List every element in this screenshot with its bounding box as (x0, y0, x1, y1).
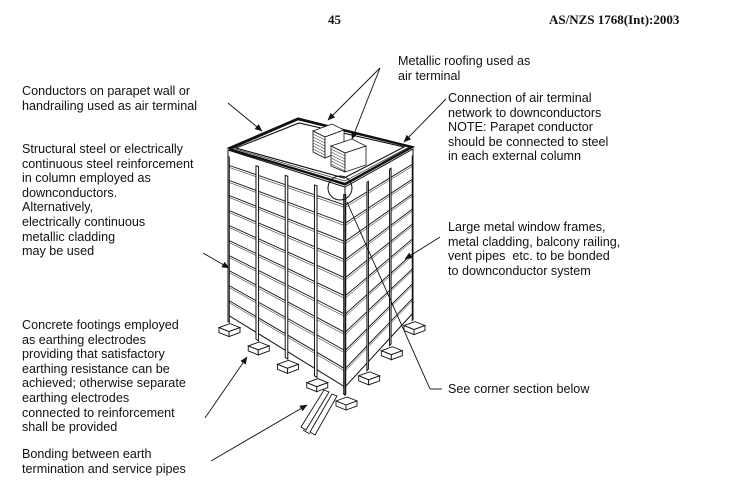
right-floor-line (344, 238, 414, 297)
left-column (284, 174, 289, 361)
standard-reference: AS/NZS 1768(Int):2003 (549, 12, 680, 27)
right-floor-line (344, 165, 414, 208)
footing (287, 363, 299, 374)
vent-hatch-line (330, 157, 346, 166)
footing (316, 382, 329, 393)
footing (390, 350, 403, 361)
right-floor-line (344, 240, 414, 299)
right-floor-line (344, 163, 414, 206)
leader-lines (202, 67, 447, 462)
right-column (344, 193, 347, 397)
vent-hatch-line (330, 163, 346, 172)
right-floor-line (344, 178, 414, 224)
right-floor-line (344, 208, 414, 261)
vent-hatch-line (330, 151, 346, 160)
right-floor-line (344, 282, 414, 351)
label-bonding: Bonding between earth termination and se… (22, 447, 186, 476)
vent-hatch-line (312, 133, 326, 141)
label-metallic-roofing: Metallic roofing used as air terminal (398, 54, 531, 83)
footing (413, 324, 426, 336)
label-parapet-conductors: Conductors on parapet wall or handrailin… (22, 84, 198, 113)
vent-hatch-line (330, 154, 346, 163)
label-structural-steel: Structural steel or electrically continu… (22, 142, 194, 259)
vent-hatch-line (312, 145, 326, 153)
vent-hatch-line (312, 139, 326, 147)
right-floor-line (344, 267, 414, 333)
footing (368, 375, 381, 386)
right-floor-line (344, 253, 414, 315)
vent-hatch-line (312, 142, 326, 150)
corner-section-circle (327, 175, 353, 201)
right-floor-line (344, 299, 414, 372)
vent-hatch-line (330, 148, 346, 157)
label-corner-section: See corner section below (448, 382, 590, 396)
service-pipes (300, 389, 338, 436)
footing (257, 345, 270, 356)
right-floor-line (344, 195, 414, 245)
vent-hatch-line (330, 160, 346, 169)
roof-vent-units (311, 123, 368, 173)
right-floor-line (344, 210, 414, 263)
right-floors (344, 163, 414, 372)
right-floor-line (344, 255, 414, 317)
right-floor-line (344, 193, 414, 242)
right-column (411, 154, 414, 322)
right-floor-line (344, 297, 414, 370)
footing (228, 326, 241, 338)
right-column (366, 180, 369, 372)
label-connection-note: Connection of air terminal network to do… (448, 91, 609, 164)
right-columns (344, 154, 414, 397)
right-floor-line (344, 223, 414, 279)
footing (345, 400, 358, 411)
label-metal-window-frames: Large metal window frames, metal claddin… (448, 220, 621, 278)
right-floor-line (344, 225, 414, 281)
right-floor-line (344, 180, 414, 226)
left-column (255, 165, 260, 342)
right-floor-line (344, 284, 414, 354)
right-floor-line (344, 270, 414, 336)
vent-hatch-line (312, 136, 326, 144)
parapet-conductor (228, 117, 416, 186)
right-column (389, 167, 392, 347)
label-concrete-footings: Concrete footings employed as earthing e… (22, 318, 186, 435)
left-column (313, 184, 318, 379)
footings (217, 321, 427, 411)
left-column (227, 155, 230, 324)
page-number: 45 (328, 12, 341, 27)
vent-hatch-line (312, 148, 326, 156)
